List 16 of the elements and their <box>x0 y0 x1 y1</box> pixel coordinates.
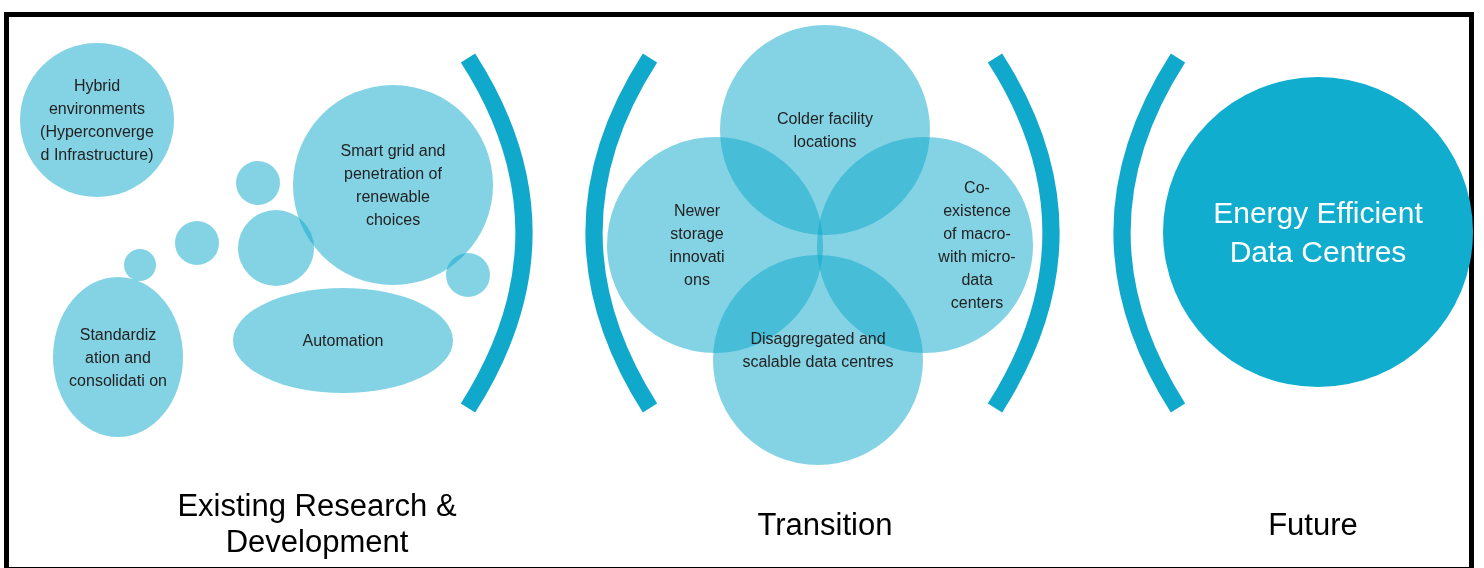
bubble-label: Newer storage innovati ons <box>668 201 726 290</box>
bubble-label: Co- existence of macro- with micro- data centers <box>937 178 1017 313</box>
bubble-label: Colder facility locations <box>776 109 874 152</box>
bubble-label: Automation <box>301 330 385 351</box>
bubble <box>446 253 490 297</box>
bubble-label: Standardiz ation and consolidati on <box>68 324 168 391</box>
bubble-label: Smart grid and penetration of renewable choices <box>339 141 447 230</box>
bubble <box>175 221 219 265</box>
stage-label: Transition <box>756 507 894 543</box>
bubble-label: Disaggregated and scalable data centres <box>741 329 895 372</box>
bubble <box>236 161 280 205</box>
bubble-label: Hybrid environments (Hyperconverge d Infrastructure) <box>39 76 155 165</box>
stage-label: Existing Research & Development <box>176 488 458 560</box>
bubble-label: Energy Efficient Data Centres <box>1212 195 1424 270</box>
bubble <box>124 249 156 281</box>
stage-label: Future <box>1267 507 1359 543</box>
